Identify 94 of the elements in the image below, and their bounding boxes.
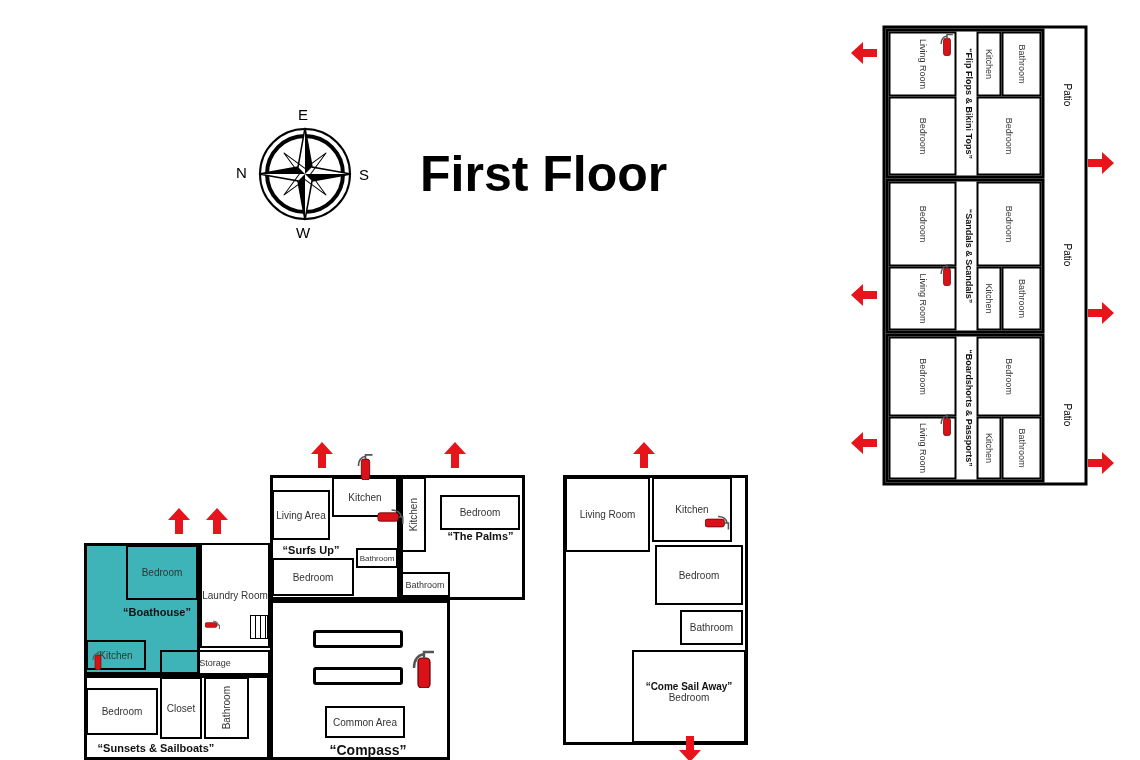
room-label: Storage	[199, 657, 231, 668]
counter	[313, 667, 403, 685]
room	[1001, 416, 1042, 480]
room-label: Kitchen	[984, 49, 994, 79]
room	[976, 96, 1042, 176]
room-label: Kitchen	[984, 283, 994, 314]
room	[440, 495, 520, 530]
room-label: Kitchen	[407, 497, 419, 532]
unit-outline	[400, 475, 525, 600]
room-label: Bathroom	[221, 686, 232, 730]
room	[632, 650, 746, 743]
room	[325, 706, 405, 738]
room	[400, 477, 426, 552]
room-label: Bathroom	[1016, 44, 1027, 84]
room-label: Bedroom	[678, 569, 720, 581]
unit-outline	[563, 475, 748, 745]
room	[160, 677, 202, 739]
unit-name: “Come Sail Away”	[645, 681, 733, 692]
room-label: Living Area	[276, 509, 326, 521]
room-label: Bedroom	[101, 706, 143, 717]
room-label: Bedroom	[917, 358, 928, 395]
room-label: Bathroom	[689, 622, 734, 633]
room	[976, 31, 1002, 97]
room-label: Bedroom	[917, 117, 928, 155]
room	[888, 96, 957, 176]
area-label: Patio	[1061, 403, 1073, 427]
room-label: Bedroom	[1004, 205, 1014, 243]
unit-name: “Compass”	[328, 742, 408, 758]
room	[652, 477, 732, 542]
compass-letter: W	[296, 224, 311, 241]
room	[400, 572, 450, 597]
room-label: Bedroom	[292, 571, 334, 583]
room	[655, 545, 743, 605]
area-label: Patio	[1061, 243, 1073, 267]
title: First Floor	[420, 145, 668, 203]
unit-name: “Sunsets & Sailboats”	[96, 742, 216, 754]
room	[976, 416, 1002, 480]
room-label: Bathroom	[1016, 279, 1027, 318]
room-label: Bathroom	[405, 579, 445, 590]
room-label: Bedroom	[1004, 117, 1014, 155]
compass-letter: N	[236, 164, 247, 181]
room	[976, 266, 1002, 331]
room	[976, 181, 1042, 267]
room-label: Common Area	[333, 716, 397, 728]
unit-outline	[885, 178, 1045, 334]
room	[272, 558, 354, 596]
unit-outline	[270, 475, 400, 600]
unit-outline	[84, 675, 270, 760]
room	[1001, 266, 1042, 331]
area-label: Patio	[1061, 83, 1073, 107]
unit-name: “Sandals & Scandals”	[963, 207, 974, 306]
unit-name: “Surfs Up”	[281, 544, 341, 556]
room	[976, 336, 1042, 417]
unit-name: “Flip Flops & Bikini Tops”	[963, 47, 974, 161]
room-label: Living Room	[579, 509, 636, 520]
room	[200, 543, 270, 648]
unit-name: “Boardshorts & Passports”	[963, 348, 974, 469]
room-label: Living Room	[917, 423, 928, 473]
room-label: Kitchen	[99, 649, 133, 661]
room-label: Bedroom	[459, 507, 501, 518]
compass-letter: E	[298, 106, 308, 123]
unit-outline	[84, 543, 200, 675]
unit-outline	[270, 600, 450, 760]
room-label: Closet	[166, 702, 196, 714]
unit-name: “Boathouse”	[122, 606, 192, 618]
room	[86, 688, 158, 735]
room-label: Kitchen	[675, 504, 709, 515]
room	[86, 640, 146, 670]
unit-outline	[885, 333, 1045, 483]
room-label: Bathroom	[1016, 428, 1027, 468]
room	[1001, 31, 1042, 97]
room-label: Bedroom	[141, 567, 183, 578]
room	[565, 477, 650, 552]
room	[888, 181, 957, 267]
room-label: Living Room	[917, 39, 928, 89]
room-label: Bedroom	[1004, 358, 1014, 395]
room	[680, 610, 743, 645]
counter	[313, 630, 403, 648]
room-label: Living Room	[917, 273, 928, 324]
room	[204, 677, 249, 739]
unit-name: “The Palms”	[446, 530, 515, 542]
room-label: Kitchen	[348, 491, 382, 503]
room	[272, 490, 330, 540]
room-label: Bedroom	[917, 205, 928, 243]
room	[356, 548, 398, 568]
room-label: Laundry Room	[202, 590, 268, 601]
room	[888, 336, 957, 417]
room-label: Kitchen	[984, 433, 994, 463]
compass-letter: S	[359, 166, 369, 183]
room-label: Bathroom	[359, 553, 395, 563]
room-label: Bedroom	[668, 692, 710, 703]
room	[160, 650, 270, 675]
room	[126, 545, 198, 600]
unit-outline	[885, 28, 1045, 179]
